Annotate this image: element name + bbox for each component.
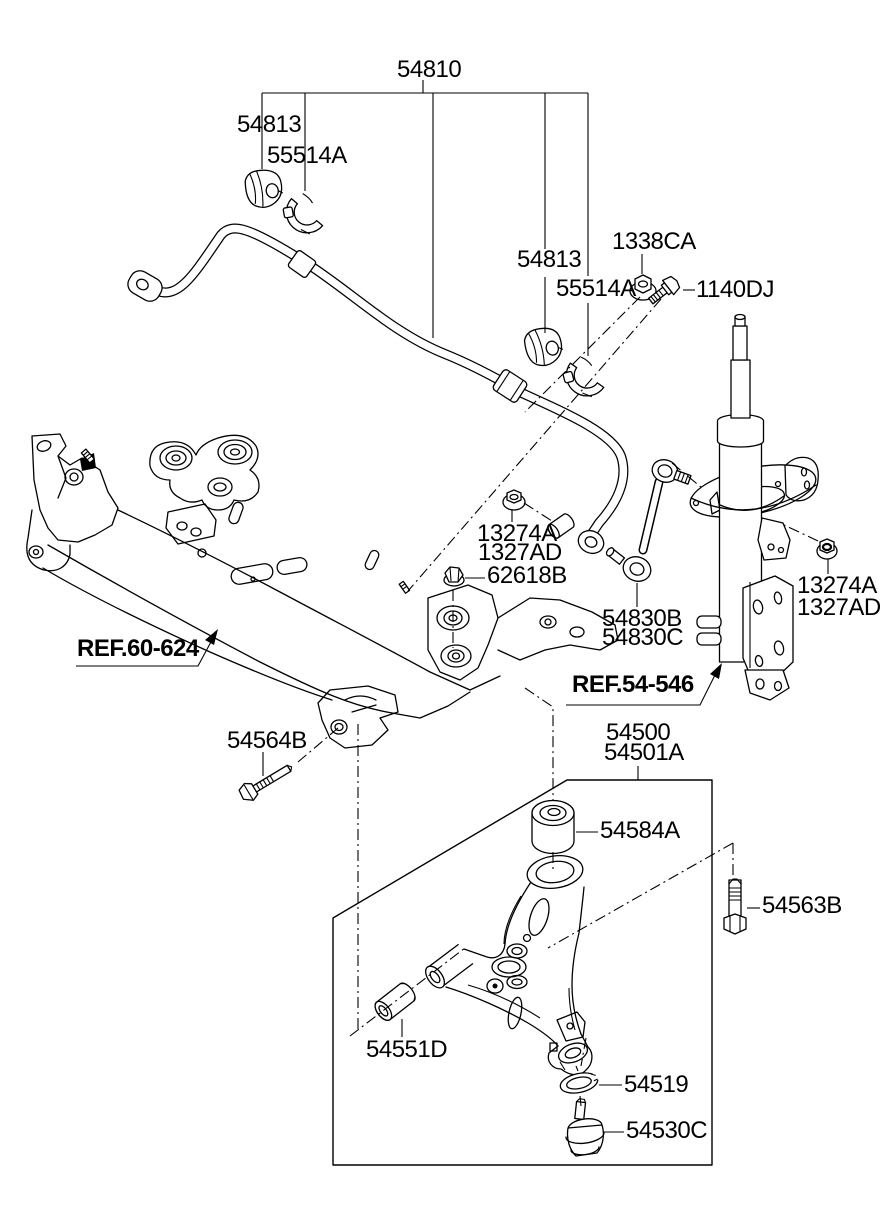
clamp-55514a-mid — [562, 356, 605, 398]
bolt-1140dj — [648, 275, 681, 305]
ref-60-624-arrow — [76, 629, 218, 667]
part-label-13274a-right: 13274A — [797, 572, 877, 599]
part-label-54830c: 54830C — [602, 624, 684, 651]
part-label-13274a-mid: 13274A — [477, 520, 557, 547]
arm-rear-bushing-54584a — [531, 799, 575, 855]
bolt-54563b — [723, 878, 747, 935]
strut-assembly — [689, 313, 819, 701]
assembly-centerlines — [297, 296, 819, 1107]
part-label-54501a: 54501A — [604, 739, 684, 766]
part-label-54813-left: 54813 — [237, 111, 302, 138]
part-label-54500: 54500 — [606, 719, 671, 746]
callout-leader-lines — [261, 80, 829, 1133]
part-label-1140dj: 1140DJ — [696, 276, 774, 303]
stabilizer-bar — [127, 223, 629, 555]
bolt-62618b — [443, 566, 465, 587]
part-label-1338ca: 1338CA — [612, 228, 696, 255]
crossmember-subframe — [26, 433, 619, 749]
clamp-55514a-left — [282, 193, 324, 235]
nut-13274a-mid — [502, 489, 526, 511]
part-label-55514a-mid: 55514A — [556, 275, 636, 302]
part-label-54563b: 54563B — [762, 892, 842, 919]
bolt-54564b — [238, 764, 293, 801]
stabilizer-link-54830 — [605, 459, 692, 582]
snap-ring-54519 — [559, 1072, 600, 1094]
lower-control-arm — [425, 855, 593, 1076]
part-label-55514a-left: 55514A — [267, 142, 347, 169]
part-label-54584a: 54584A — [600, 817, 680, 844]
part-label-54564b: 54564B — [227, 727, 307, 754]
arm-front-bushing-54551d — [374, 982, 416, 1021]
ref-label-60-624: REF.60-624 — [77, 635, 199, 662]
lower-arm-group-box — [332, 779, 713, 1166]
part-label-54830b: 54830B — [602, 605, 682, 632]
nut-1338ca — [629, 274, 657, 301]
ball-joint-54530c — [565, 1098, 605, 1157]
part-label-54530c: 54530C — [626, 1117, 708, 1144]
nut-13274a-right — [816, 538, 838, 560]
part-label-54813-mid: 54813 — [517, 246, 582, 273]
part-label-54810: 54810 — [397, 56, 462, 83]
bushing-54813-mid — [523, 327, 564, 367]
part-label-62618b: 62618B — [487, 562, 567, 589]
bushing-54813-left — [244, 169, 284, 208]
ref-54-546-arrow — [566, 663, 722, 706]
part-label-1327ad-mid: 1327AD — [478, 539, 562, 566]
part-label-54519: 54519 — [624, 1071, 689, 1098]
part-label-54551d: 54551D — [366, 1036, 448, 1063]
part-label-1327ad-right: 1327AD — [797, 594, 881, 621]
ref-label-54-546: REF.54-546 — [572, 671, 694, 698]
